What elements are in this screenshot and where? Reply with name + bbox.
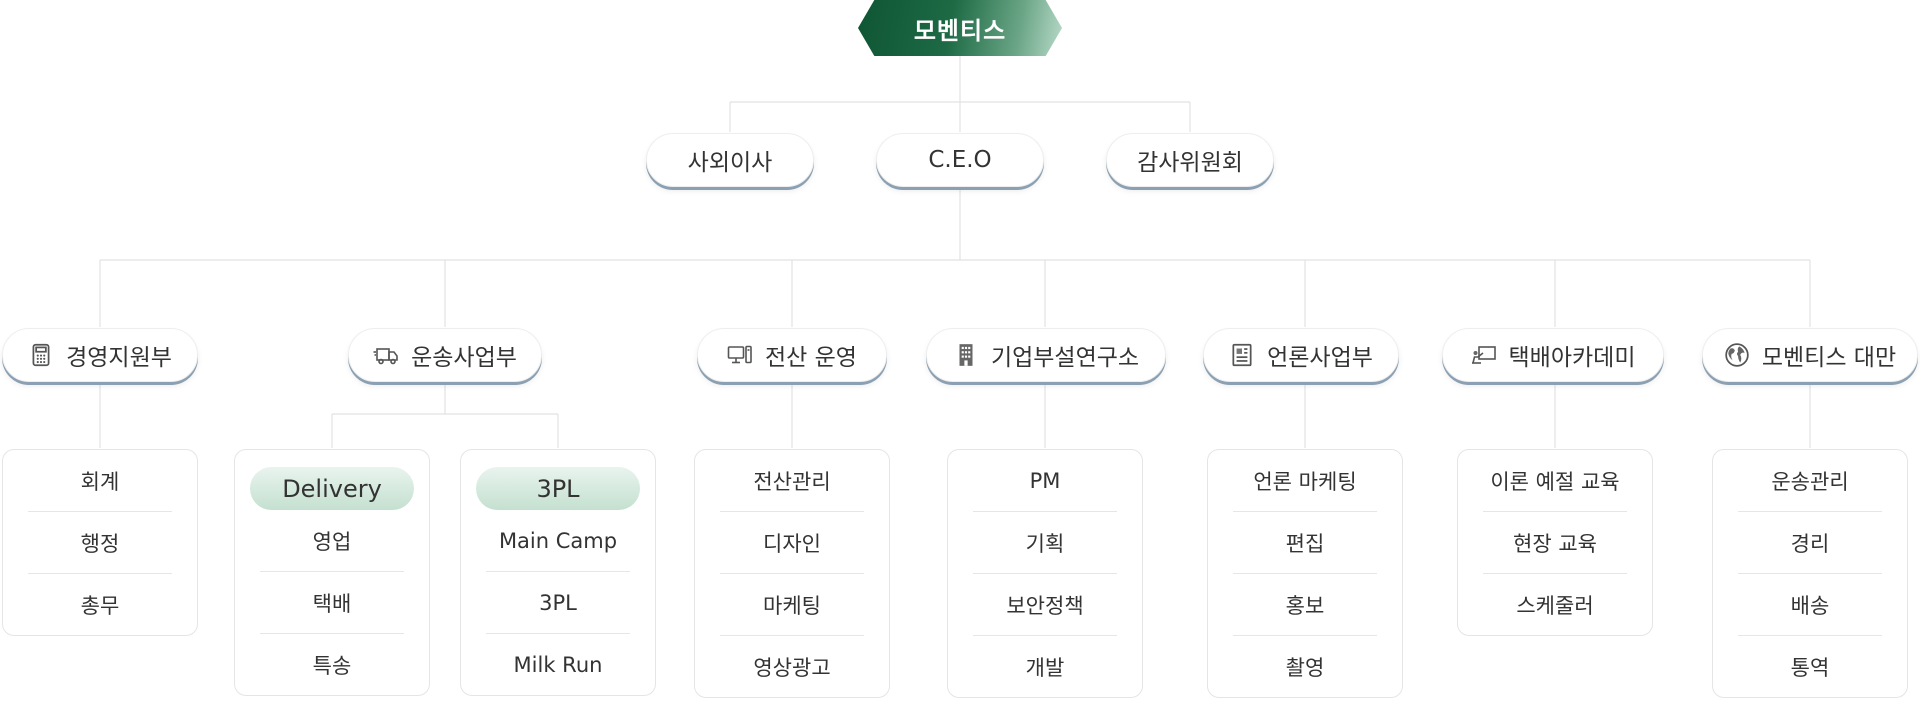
card-courier-academy: 이론 예절 교육 현장 교육 스케줄러 [1457, 449, 1653, 636]
list-item: 경리 [1738, 512, 1882, 574]
card-delivery: Delivery 영업 택배 특송 [234, 449, 430, 696]
list-item: 운송관리 [1738, 450, 1882, 512]
card-moventis-taiwan: 운송관리 경리 배송 통역 [1712, 449, 1908, 698]
dept-label: 경영지원부 [66, 345, 172, 371]
3pl-tag: 3PL [476, 467, 640, 510]
dept-courier-academy: 택배아카데미 [1442, 328, 1664, 382]
list-item: Milk Run [513, 652, 603, 677]
card-press-business: 언론 마케팅 편집 홍보 촬영 [1207, 449, 1403, 698]
list-item: 3PL [486, 572, 630, 634]
dept-label: 택배아카데미 [1508, 345, 1636, 371]
exec-outside-director: 사외이사 [646, 133, 814, 187]
dept-moventis-taiwan: 모벤티스 대만 [1702, 328, 1918, 382]
org-title: 모벤티스 [858, 0, 1062, 56]
list-item: 스케줄러 [1516, 593, 1594, 618]
list-item: 영업 [260, 510, 404, 572]
computer-icon [727, 342, 753, 368]
dept-research-institute: 기업부설연구소 [926, 328, 1166, 382]
list-item: Main Camp [486, 510, 630, 572]
exec-audit-committee: 감사위원회 [1106, 133, 1274, 187]
list-item: 홍보 [1233, 574, 1377, 636]
card-3pl: 3PL Main Camp 3PL Milk Run [460, 449, 656, 696]
dept-label: 언론사업부 [1267, 345, 1373, 371]
dept-label: 모벤티스 대만 [1761, 345, 1897, 371]
dept-press-business: 언론사업부 [1203, 328, 1399, 382]
list-item: 특송 [312, 653, 352, 678]
list-item: 통역 [1790, 655, 1830, 680]
exec-ceo: C.E.O [876, 133, 1044, 187]
list-item: 배송 [1738, 574, 1882, 636]
dept-label: 운송사업부 [411, 345, 517, 371]
globe-icon [1724, 342, 1750, 368]
list-item: 회계 [28, 450, 172, 512]
dept-label: 전산 운영 [765, 345, 857, 371]
list-item: 현장 교육 [1483, 512, 1627, 574]
calculator-icon [28, 342, 54, 368]
card-management-support: 회계 행정 총무 [2, 449, 198, 636]
dept-management-support: 경영지원부 [2, 328, 198, 382]
list-item: 이론 예절 교육 [1483, 450, 1627, 512]
list-item: PM [973, 450, 1117, 512]
presentation-icon [1471, 342, 1497, 368]
building-icon [953, 342, 979, 368]
list-item: 행정 [28, 512, 172, 574]
list-item: 마케팅 [720, 574, 864, 636]
truck-icon [373, 342, 399, 368]
list-item: 언론 마케팅 [1233, 450, 1377, 512]
list-item: 개발 [1025, 655, 1065, 680]
card-it-operations: 전산관리 디자인 마케팅 영상광고 [694, 449, 890, 698]
newspaper-icon [1229, 342, 1255, 368]
list-item: 전산관리 [720, 450, 864, 512]
list-item: 보안정책 [973, 574, 1117, 636]
list-item: 기획 [973, 512, 1117, 574]
dept-label: 기업부설연구소 [990, 345, 1140, 371]
list-item: 디자인 [720, 512, 864, 574]
list-item: 영상광고 [753, 655, 831, 680]
dept-transport-business: 운송사업부 [348, 328, 542, 382]
list-item: 촬영 [1285, 655, 1325, 680]
list-item: 편집 [1233, 512, 1377, 574]
dept-it-operations: 전산 운영 [697, 328, 887, 382]
delivery-tag: Delivery [250, 467, 414, 510]
card-research-institute: PM 기획 보안정책 개발 [947, 449, 1143, 698]
list-item: 총무 [80, 593, 120, 618]
list-item: 택배 [260, 572, 404, 634]
